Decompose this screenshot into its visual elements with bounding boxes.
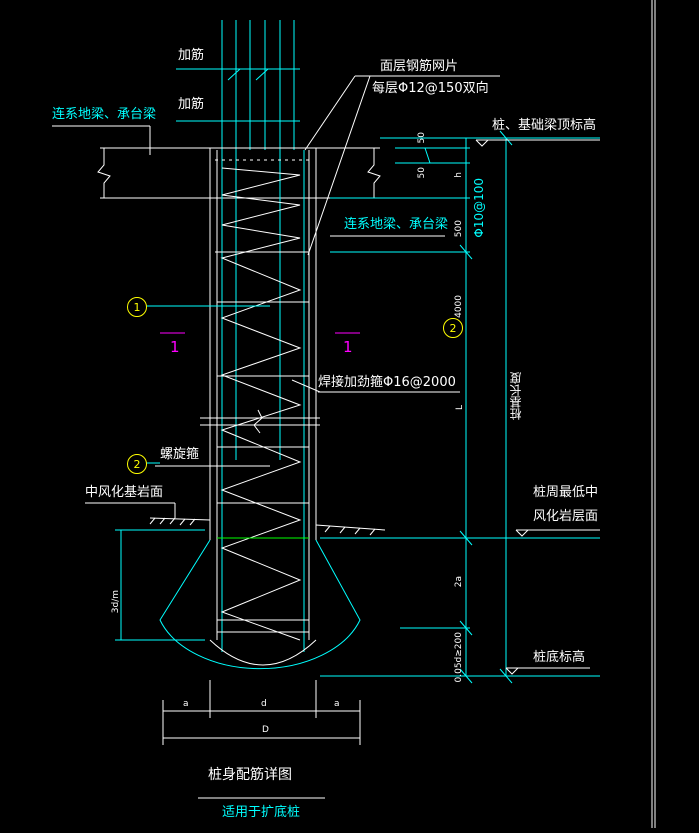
rebar-marker-2-right: 2	[443, 318, 463, 338]
dim-D: D	[262, 725, 269, 735]
pile-bottom-elev-label: 桩底标高	[533, 650, 586, 665]
top-mesh-spec: 每层Φ12@150双向	[372, 81, 489, 96]
tie-beam-label-right: 连系地梁、承台梁	[344, 217, 449, 232]
spiral-label: 螺旋箍	[160, 447, 200, 462]
top-mesh-title: 面层钢筋网片	[380, 59, 459, 74]
rock-layer-label-1: 桩周最低中	[533, 485, 599, 500]
rebar-marker-2-left: 2	[127, 454, 147, 474]
dim-50-b: 50	[417, 167, 427, 179]
dim-L: L	[455, 405, 465, 411]
drawing-title: 桩身配筋详图	[208, 767, 292, 783]
rebar-marker-1: 1	[127, 297, 147, 317]
add-bar-label-2: 加筋	[178, 97, 205, 112]
weathered-rock-label: 中风化基岩面	[85, 485, 164, 500]
drawing-subtitle: 适用于扩底桩	[222, 805, 301, 820]
dim-hm: 3d/m	[111, 590, 121, 614]
section-mark-left: 1	[170, 338, 180, 356]
dim-d: d	[261, 699, 267, 709]
dim-h: h	[454, 172, 464, 178]
pile-top-elev-label: 桩、基础梁顶标高	[492, 118, 597, 133]
add-bar-label-top: 加筋	[178, 48, 205, 63]
dim-500: 500	[454, 220, 464, 238]
section-mark-right: 1	[343, 338, 353, 356]
stirrup-spec-label: Φ10@100	[472, 178, 486, 238]
dim-4000: 4000	[454, 295, 464, 318]
stiffener-label: 焊接加劲箍Φ16@2000	[318, 375, 456, 390]
dim-a-right: a	[334, 699, 340, 709]
dim-bottom-rise: 0.05d≥200	[454, 632, 464, 683]
dim-2a: 2a	[454, 576, 464, 588]
pile-length-label: 桩基长度	[509, 372, 523, 420]
rock-layer-label-2: 风化岩层面	[533, 509, 599, 524]
dim-a-left: a	[183, 699, 189, 709]
tie-beam-label-left: 连系地梁、承台梁	[52, 107, 157, 122]
dim-50-a: 50	[417, 132, 427, 144]
